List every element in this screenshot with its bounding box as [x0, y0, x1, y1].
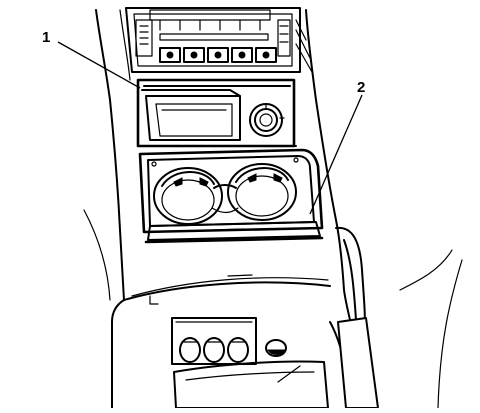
switch-buttons [179, 337, 249, 363]
right-cup-ring-icon [227, 163, 297, 221]
radio-preset-buttons [159, 47, 277, 63]
callout-leaders [57, 41, 363, 383]
radio-bezel [125, 7, 313, 73]
lower-console [123, 274, 331, 409]
storage-tray [136, 78, 297, 148]
power-outlet-icon [249, 103, 285, 137]
knob-icon [265, 339, 287, 357]
cup-holder-assembly [138, 148, 324, 244]
callout-1-label: 1 [42, 29, 50, 46]
callout-2-label: 2 [357, 79, 365, 96]
left-cup-ring-icon [153, 167, 223, 225]
callout-2-leader [309, 94, 363, 215]
callout-1-leader [57, 41, 141, 89]
console-housing [83, 9, 463, 409]
